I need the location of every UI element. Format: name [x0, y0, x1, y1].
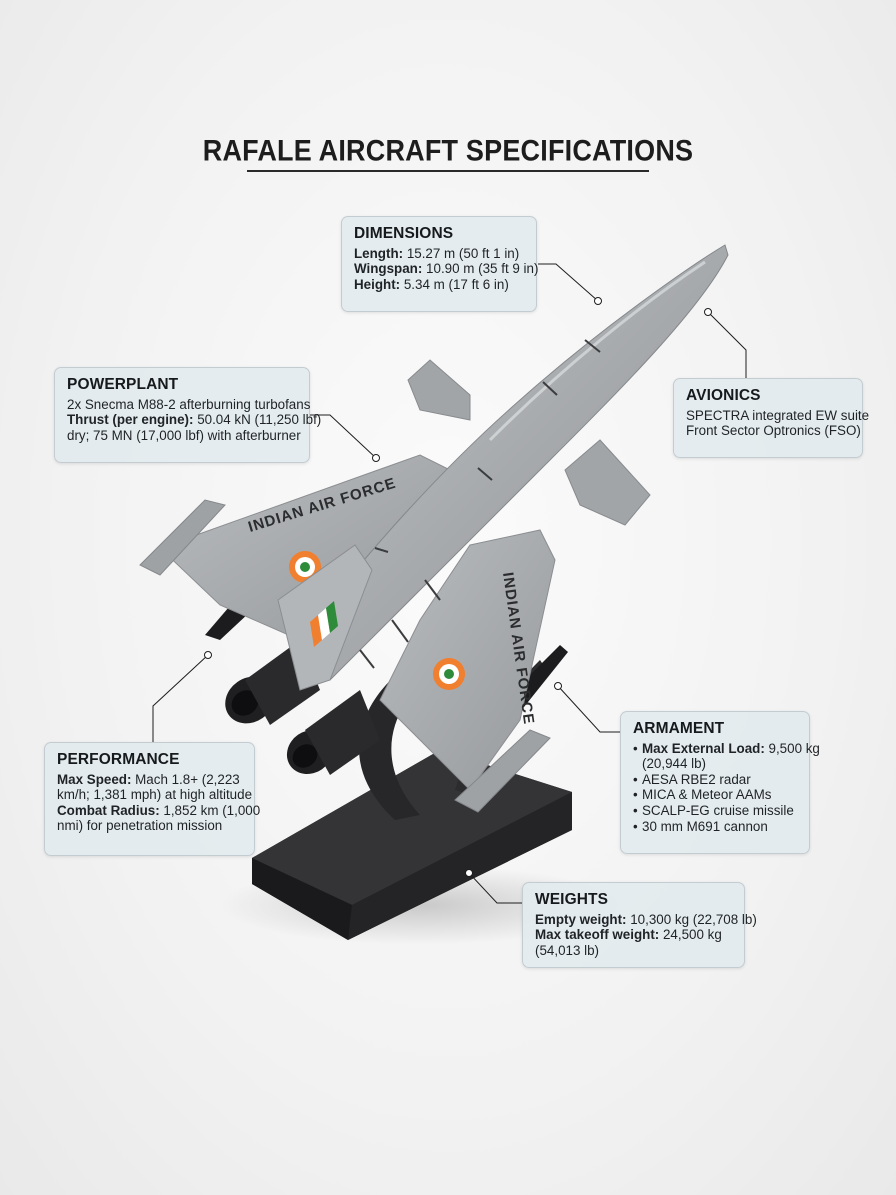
performance-speed: Max Speed: Mach 1.8+ (2,223: [57, 771, 240, 787]
powerplant-heading: POWERPLANT: [67, 376, 179, 393]
avionics-line-1: SPECTRA integrated EW suite: [686, 407, 870, 423]
performance-radius: Combat Radius: 1,852 km (1,000: [57, 802, 261, 818]
armament-item: •MICA & Meteor AAMs: [633, 787, 772, 803]
leader-powerplant: [310, 414, 377, 459]
dimensions-wingspan: Wingspan: 10.90 m (35 ft 9 in): [354, 261, 539, 277]
avionics-heading: AVIONICS: [686, 387, 761, 404]
weights-empty: Empty weight: 10,300 kg (22,708 lb): [535, 911, 757, 927]
performance-radius-cont: nmi) for penetration mission: [57, 818, 223, 834]
armament-item: •30 mm M691 cannon: [633, 818, 768, 834]
avionics-card: AVIONICS SPECTRA integrated EW suite Fro…: [673, 378, 870, 458]
leader-avionics-dot: [704, 308, 712, 316]
fuselage: [299, 244, 729, 681]
avionics-line-2: Front Sector Optronics (FSO): [686, 423, 861, 439]
page-title: RAFALE AIRCRAFT SPECIFICATIONS: [202, 134, 694, 168]
weights-heading: WEIGHTS: [535, 891, 609, 908]
right-wing: INDIAN AIR FORCE: [379, 529, 556, 813]
leader-dimensions: [538, 263, 599, 302]
dimensions-card: DIMENSIONS Length: 15.27 m (50 ft 1 in) …: [341, 216, 539, 312]
armament-item-load: •Max External Load: 9,500 kg(20,944 lb): [633, 740, 820, 772]
leader-avionics: [707, 311, 747, 378]
performance-speed-cont: km/h; 1,381 mph) at high altitude: [57, 787, 253, 803]
dimensions-length: Length: 15.27 m (50 ft 1 in): [354, 245, 520, 261]
tail-fin: [277, 544, 373, 691]
powerplant-thrust-cont: dry; 75 MN (17,000 lbf) with afterburner: [67, 427, 301, 443]
canard-left: [407, 359, 471, 421]
dimensions-heading: DIMENSIONS: [354, 225, 454, 242]
performance-heading: PERFORMANCE: [57, 751, 180, 768]
dimensions-height: Height: 5.34 m (17 ft 6 in): [354, 276, 509, 292]
armament-heading: ARMAMENT: [633, 720, 725, 737]
leader-weights-dot: [465, 869, 473, 877]
leader-weights: [468, 872, 522, 904]
title-underline: [247, 170, 649, 172]
leader-armament: [557, 685, 620, 733]
canard-right: [564, 439, 651, 526]
weights-card: WEIGHTS Empty weight: 10,300 kg (22,708 …: [522, 882, 757, 968]
tail-flag: [310, 601, 338, 647]
armament-item: •SCALP-EG cruise missile: [633, 802, 794, 818]
armament-list: •Max External Load: 9,500 kg(20,944 lb) …: [633, 740, 820, 835]
performance-card: PERFORMANCE Max Speed: Mach 1.8+ (2,223 …: [44, 742, 261, 856]
powerplant-engines: 2x Snecma M88-2 afterburning turbofans: [67, 396, 311, 412]
powerplant-card: POWERPLANT 2x Snecma M88-2 afterburning …: [54, 367, 322, 463]
leader-dimensions-dot: [594, 297, 602, 305]
weights-mtow: Max takeoff weight: 24,500 kg: [535, 927, 722, 943]
armament-card: ARMAMENT •Max External Load: 9,500 kg(20…: [620, 711, 820, 854]
leader-performance-dot: [204, 651, 212, 659]
armament-item: •AESA RBE2 radar: [633, 771, 751, 787]
powerplant-thrust: Thrust (per engine): 50.04 kN (11,250 lb…: [67, 412, 322, 428]
weights-mtow-cont: (54,013 lb): [535, 942, 600, 958]
leader-powerplant-dot: [372, 454, 380, 462]
leader-armament-dot: [554, 682, 562, 690]
leader-performance: [152, 654, 209, 742]
right-wing-roundel: [433, 658, 465, 690]
